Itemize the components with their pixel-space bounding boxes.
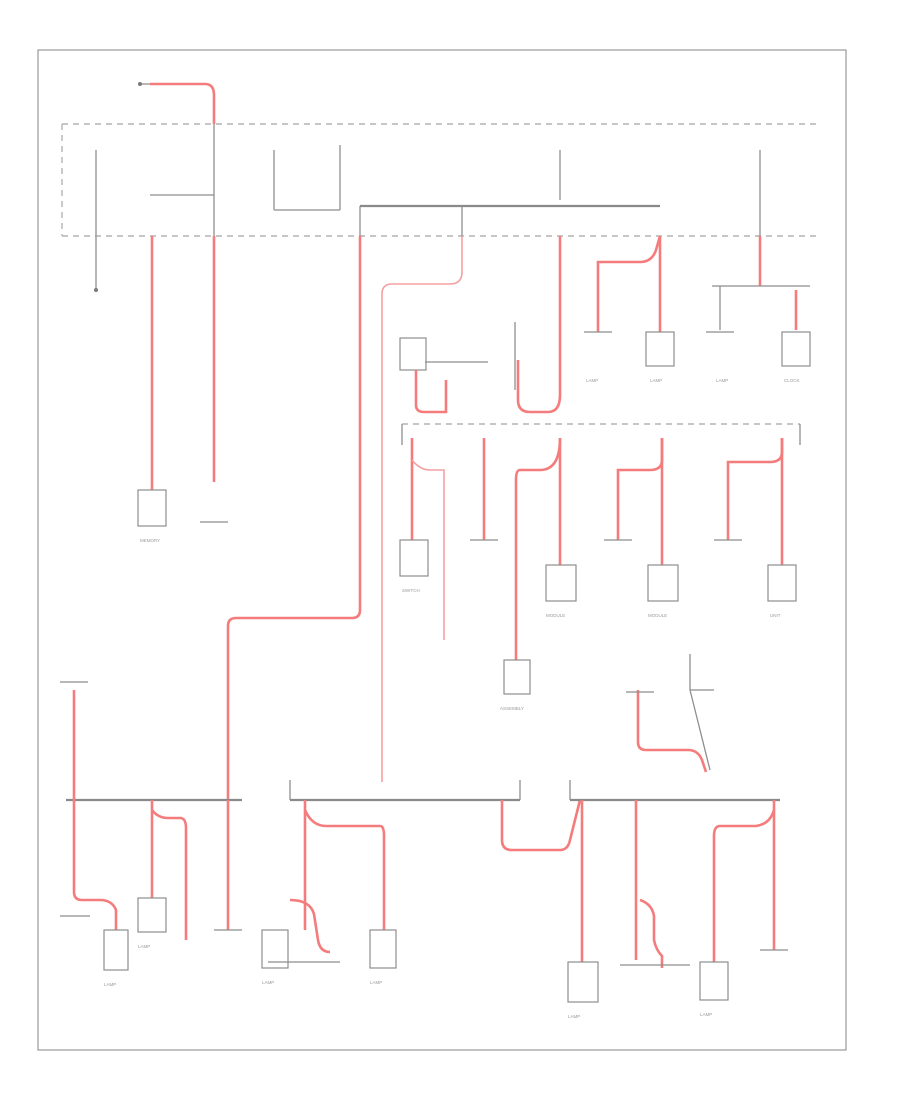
diagram-border <box>37 49 847 1051</box>
label-c8: LAMP <box>716 378 728 383</box>
label-c19: LAMP <box>104 982 116 987</box>
label-c22: LAMP <box>262 980 274 985</box>
right-switch <box>626 654 714 773</box>
label-c9: CLOCK <box>784 378 800 383</box>
component-labels: MEMORY LAMP LAMP LAMP CLOCK SWITCH MODUL… <box>104 378 800 1019</box>
label-c14: MODULE <box>546 613 565 618</box>
label-c15: MODULE <box>648 613 667 618</box>
middle-upper-components <box>399 235 811 414</box>
label-c23: LAMP <box>370 980 382 985</box>
label-c28: LAMP <box>700 1012 712 1017</box>
bottom-middle-bus <box>261 780 582 969</box>
label-c26: LAMP <box>568 1014 580 1019</box>
bottom-right-bus <box>567 780 788 1003</box>
label-c16: UNIT <box>770 613 781 618</box>
battery-feed <box>138 82 216 124</box>
label-c6: LAMP <box>650 378 662 383</box>
label-c17: ASSEMBLY <box>500 706 524 711</box>
label-c4: MEMORY <box>140 538 160 543</box>
fuse-internals <box>95 124 761 236</box>
label-c5: LAMP <box>586 378 598 383</box>
bottom-left-bus <box>60 681 242 971</box>
center-console-bus <box>401 423 801 445</box>
main-feed-run <box>226 236 463 800</box>
memory-module <box>137 489 167 527</box>
left-branches <box>94 236 228 527</box>
console-branches <box>399 437 797 695</box>
label-c20: LAMP <box>138 944 150 949</box>
label-c10: SWITCH <box>402 588 420 593</box>
fuse-box-outline <box>61 123 820 237</box>
